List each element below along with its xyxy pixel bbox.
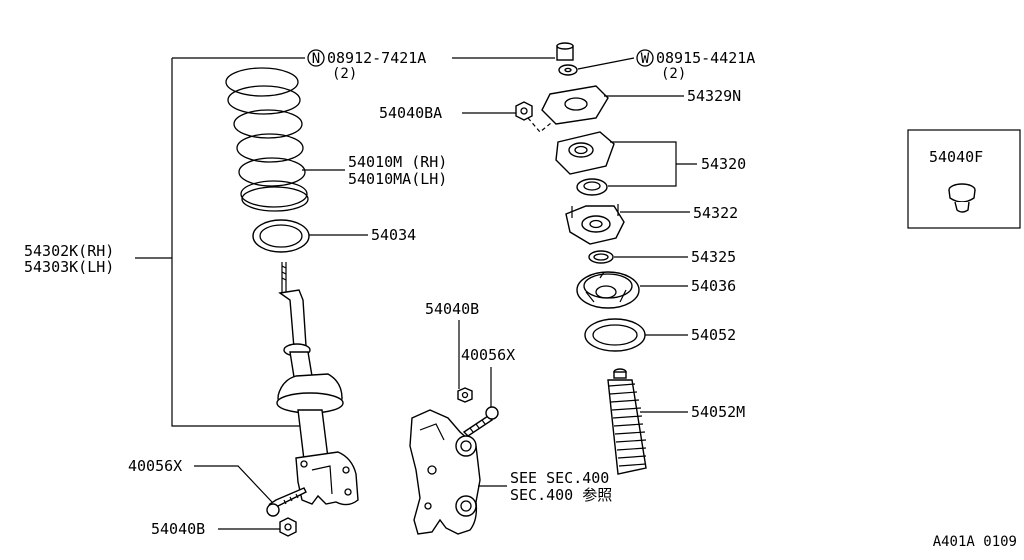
bolt-40056X-left[interactable]	[266, 487, 307, 517]
label-08912-7421A-qty: (2)	[332, 66, 357, 82]
label-54329N: 54329N	[687, 87, 741, 105]
nut-54040BA[interactable]	[515, 101, 533, 121]
label-54320: 54320	[701, 155, 746, 173]
mount-insulator-54322[interactable]	[565, 204, 625, 245]
label-08915-4421A: 08915-4421A	[656, 49, 755, 67]
label-strut-rh: 54302K(RH)	[24, 242, 114, 260]
label-08912-7421A: 08912-7421A	[327, 49, 426, 67]
prefix-w-badge: W	[636, 49, 654, 67]
label-spring-rh: 54010M (RH)	[348, 153, 447, 171]
spring-seat-54052[interactable]	[584, 318, 646, 352]
strut-mount-54320[interactable]	[555, 131, 615, 175]
label-54040F: 54040F	[929, 148, 983, 166]
mount-plate-54329N[interactable]	[541, 85, 609, 125]
prefix-n-text: N	[312, 51, 320, 67]
label-54034: 54034	[371, 226, 416, 244]
diagram-code: A401A 0109	[933, 534, 1017, 550]
bearing-54320[interactable]	[576, 178, 608, 196]
label-sec-400-ref: SEC.400 参照	[510, 486, 612, 504]
label-54052: 54052	[691, 326, 736, 344]
label-54052M: 54052M	[691, 403, 745, 421]
strut-assembly[interactable]	[276, 262, 359, 506]
label-54040B-middle: 54040B	[425, 300, 479, 318]
label-54325: 54325	[691, 248, 736, 266]
spring-seat-54034[interactable]	[252, 219, 310, 253]
clip-54040F[interactable]	[948, 183, 976, 213]
bumper-boot-54052M[interactable]	[607, 368, 647, 475]
prefix-n-badge: N	[307, 49, 325, 67]
washer-08915-4421A[interactable]	[558, 64, 578, 76]
nut-08912-7421A[interactable]	[556, 42, 574, 61]
coil-spring[interactable]	[225, 67, 309, 212]
label-40056X-left: 40056X	[128, 457, 182, 475]
label-54040B-left: 54040B	[151, 520, 205, 538]
label-40056X-middle: 40056X	[461, 346, 515, 364]
prefix-w-text: W	[641, 51, 650, 67]
steering-knuckle[interactable]	[409, 409, 481, 535]
inset-54040F: 54040F	[907, 129, 1021, 229]
bolt-40056X-middle[interactable]	[462, 406, 499, 437]
leader-lines	[135, 57, 697, 530]
label-spring-lh: 54010MA(LH)	[348, 170, 447, 188]
nut-54040B-middle[interactable]	[457, 387, 473, 403]
nut-54040B-left[interactable]	[279, 517, 297, 537]
label-see-sec-400: SEE SEC.400	[510, 469, 609, 487]
upper-seat-54036[interactable]	[576, 271, 640, 309]
label-54322: 54322	[693, 204, 738, 222]
label-54040BA: 54040BA	[379, 104, 442, 122]
label-54036: 54036	[691, 277, 736, 295]
washer-54325[interactable]	[588, 250, 614, 264]
label-strut-lh: 54303K(LH)	[24, 258, 114, 276]
label-08915-4421A-qty: (2)	[661, 66, 686, 82]
